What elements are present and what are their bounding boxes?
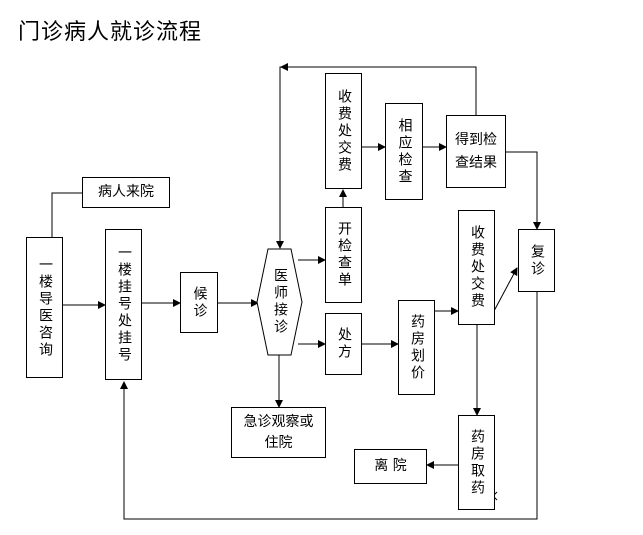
node-pharmacy-price: 药房划价 bbox=[398, 300, 435, 395]
node-waiting-label: 候诊 bbox=[191, 285, 208, 320]
node-do-exam: 相应检查 bbox=[385, 103, 423, 200]
node-get-results-label: 得到检查结果 bbox=[455, 131, 497, 171]
node-revisit: 复诊 bbox=[518, 229, 555, 292]
node-first-floor-registration-label: 一楼挂号处挂号 bbox=[116, 245, 132, 364]
node-prescribe-exam: 开检查单 bbox=[325, 207, 362, 303]
arrow-pay-revisit bbox=[493, 267, 518, 312]
node-leave-label: 离 院 bbox=[374, 458, 407, 474]
node-pay-exam: 收费处交费 bbox=[325, 73, 362, 189]
node-pay-medicine: 收费处交费 bbox=[458, 210, 495, 325]
node-pharmacy-price-label: 药房划价 bbox=[409, 313, 425, 382]
node-doctor-consult-label: 医师接诊 bbox=[272, 268, 288, 336]
node-pharmacy-pickup: 药房取药 bbox=[458, 415, 495, 510]
arrow-results-doctor bbox=[276, 66, 477, 249]
node-first-floor-consult-label: 一楼导医咨询 bbox=[37, 256, 53, 359]
node-first-floor-registration: 一楼挂号处挂号 bbox=[105, 229, 142, 380]
node-prescription: 处方 bbox=[325, 313, 362, 375]
node-prescribe-exam-label: 开检查单 bbox=[336, 221, 352, 289]
node-pharmacy-pickup-label: 药房取药 bbox=[469, 428, 485, 497]
node-pay-exam-label: 收费处交费 bbox=[336, 88, 352, 174]
node-do-exam-label: 相应检查 bbox=[396, 117, 413, 186]
node-leave: 离 院 bbox=[354, 449, 427, 484]
node-doctor-consult: 医师接诊 bbox=[257, 249, 302, 355]
node-waiting: 候诊 bbox=[180, 272, 218, 333]
node-patient-arrival: 病人来院 bbox=[82, 177, 170, 208]
node-prescription-label: 处方 bbox=[336, 327, 352, 361]
connector-arrival bbox=[51, 192, 82, 237]
node-emergency-observe: 急诊观察或住院 bbox=[231, 407, 326, 458]
node-get-results: 得到检查结果 bbox=[446, 115, 506, 188]
arrow-revisit-register bbox=[120, 292, 538, 520]
node-emergency-observe-label: 急诊观察或住院 bbox=[243, 413, 314, 451]
node-pay-medicine-label: 收费处交费 bbox=[469, 225, 485, 310]
arrow-results-revisit bbox=[506, 151, 541, 230]
node-revisit-label: 复诊 bbox=[529, 243, 545, 278]
doctor-hexagon bbox=[256, 248, 303, 356]
page-title: 门诊病人就诊流程 bbox=[18, 20, 203, 45]
node-first-floor-consult: 一楼导医咨询 bbox=[26, 237, 63, 378]
node-patient-arrival-label: 病人来院 bbox=[98, 184, 154, 200]
